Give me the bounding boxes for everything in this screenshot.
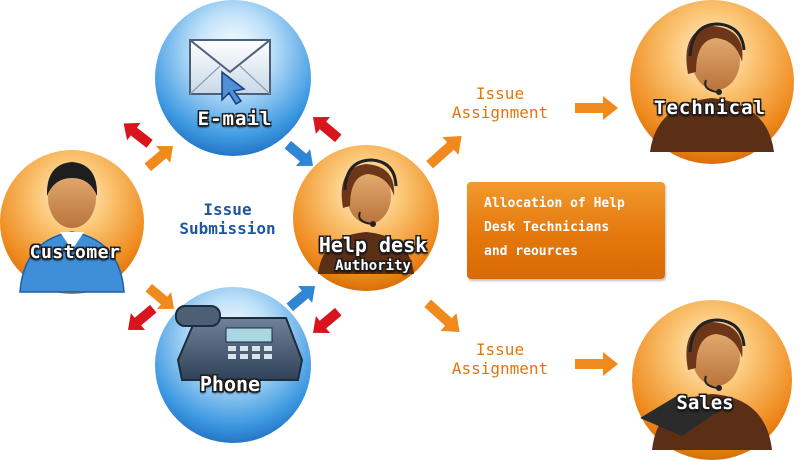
headset-agent-icon (650, 22, 774, 152)
helpdesk-label: Help desk (318, 233, 428, 257)
customer-node (0, 150, 144, 294)
allocation-box (467, 182, 665, 279)
sales-node (632, 300, 792, 460)
allocation-text: Allocation of Help Desk Technicians and … (484, 196, 625, 259)
phone-node (155, 287, 311, 443)
arrow-assignment-to-sales (575, 352, 618, 376)
arrow-helpdesk-to-assignment-bottom (424, 299, 460, 333)
helpdesk-node (293, 145, 439, 291)
headset-agent-icon (640, 318, 772, 450)
arrow-customer-to-email (144, 146, 174, 172)
phone-label: Phone (199, 372, 261, 396)
technical-node (630, 0, 794, 164)
technical-label: Technical (654, 97, 766, 119)
email-label: E-mail (197, 108, 273, 130)
arrow-helpdesk-to-email (312, 117, 342, 143)
arrow-email-to-helpdesk (284, 140, 314, 166)
arrow-phone-to-customer (127, 304, 157, 330)
telephone-icon (175, 305, 304, 381)
cursor-icon (221, 70, 246, 106)
envelope-icon (189, 39, 271, 95)
helpdesk-sublabel: Authority (335, 258, 411, 274)
arrow-helpdesk-to-assignment-top (426, 135, 462, 169)
arrow-customer-to-phone (145, 283, 175, 309)
arrow-phone-to-helpdesk (286, 286, 316, 312)
person-icon (19, 162, 125, 293)
customer-label: Customer (29, 242, 121, 263)
arrow-assignment-to-technical (575, 96, 618, 120)
issue-assignment-bottom-label: Issue Assignment (451, 340, 549, 378)
arrow-email-to-customer (123, 122, 153, 148)
issue-submission-label: Issue Submission (179, 200, 276, 238)
issue-assignment-top-label: Issue Assignment (451, 84, 549, 122)
sales-label: Sales (676, 392, 734, 414)
arrow-helpdesk-to-phone (312, 307, 342, 333)
headset-agent-icon (318, 158, 414, 274)
email-node (155, 0, 311, 156)
